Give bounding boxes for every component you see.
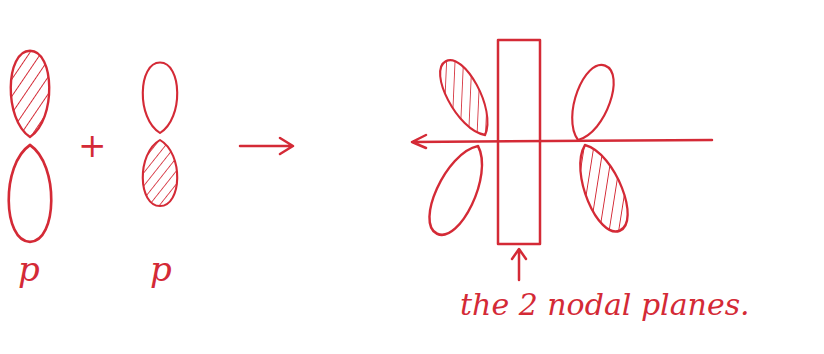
shaded-lobe <box>11 51 49 137</box>
shaded-lobe <box>568 138 636 237</box>
annotation-note: the 2 nodal planes. <box>460 290 750 320</box>
shaded-lobe <box>431 54 499 143</box>
open-lobe <box>420 138 496 242</box>
open-lobe <box>143 63 177 133</box>
internuclear-axis <box>412 135 712 148</box>
shaded-lobe <box>143 140 177 206</box>
reaction-arrow <box>240 138 293 154</box>
open-lobe <box>562 60 621 146</box>
open-lobe <box>9 145 52 242</box>
orbital-label: p <box>150 252 172 286</box>
pointer-arrow <box>512 249 526 280</box>
orbital-label: p <box>18 252 40 286</box>
plus-sign: + <box>78 128 107 162</box>
